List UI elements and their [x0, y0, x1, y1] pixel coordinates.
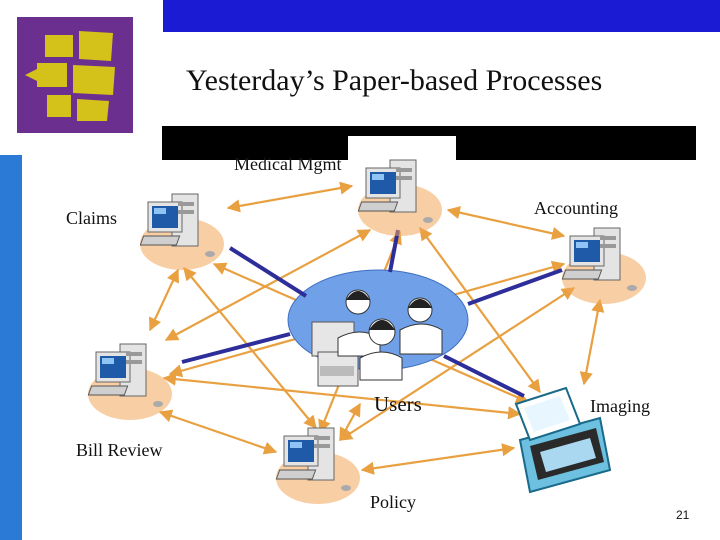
policy-computer-icon	[275, 427, 361, 505]
left-accent-bar	[0, 155, 22, 540]
slide-title: Yesterday’s Paper-based Processes	[186, 64, 603, 97]
accounting-computer-icon	[561, 227, 647, 305]
link-medical-imaging	[419, 226, 541, 394]
link-billreview-policy	[158, 409, 278, 455]
hub-link-claims	[228, 246, 308, 298]
label-bill-review: Bill Review	[76, 440, 163, 460]
label-accounting: Accounting	[534, 198, 618, 218]
label-claims: Claims	[66, 208, 118, 228]
link-policy-imaging	[360, 443, 516, 475]
label-policy: Policy	[370, 492, 417, 512]
hub-link-medical	[388, 229, 400, 273]
label-medical-mgmt: Medical Mgmt	[234, 154, 342, 174]
claims-computer-icon	[139, 193, 225, 271]
page-number: 21	[676, 508, 690, 522]
link-medical-accounting	[446, 206, 566, 240]
link-accounting-imaging	[579, 298, 605, 386]
logo-puzzle-icon	[25, 31, 115, 121]
users-people-icon	[311, 289, 443, 387]
hub-link-imaging	[443, 354, 525, 398]
imaging-scanner-icon	[514, 386, 612, 494]
company-logo	[17, 17, 133, 133]
billreview-computer-icon	[87, 343, 173, 421]
hub-link-billreview	[181, 332, 291, 364]
link-claims-medical	[226, 181, 354, 213]
medical-computer-icon	[357, 159, 443, 237]
hub-link-accounting	[467, 268, 563, 306]
link-billreview-imaging	[162, 372, 522, 420]
band-gap	[348, 136, 456, 160]
link-claims-billreview	[149, 268, 179, 332]
label-users: Users	[374, 392, 422, 416]
top-accent-bar	[163, 0, 720, 32]
label-imaging: Imaging	[590, 396, 650, 416]
